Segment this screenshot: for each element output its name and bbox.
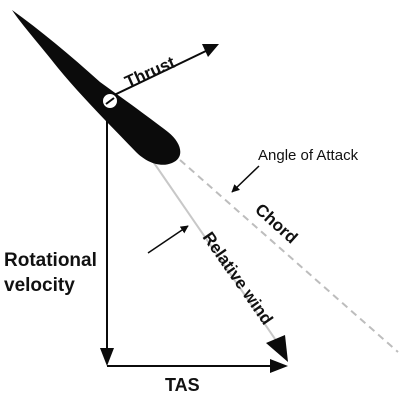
chord-label: Chord bbox=[251, 200, 301, 248]
rotational-velocity-label-line2: velocity bbox=[4, 275, 75, 296]
relative-wind-pointer bbox=[147, 225, 189, 254]
thrust-label: Thrust bbox=[122, 53, 178, 92]
rotational-velocity-label-line1: Rotational bbox=[4, 250, 97, 271]
thrust-arrowhead bbox=[202, 44, 219, 57]
tas-label: TAS bbox=[165, 375, 200, 395]
tas-arrowhead bbox=[270, 359, 288, 373]
relative-wind-label: Relative wind bbox=[199, 228, 277, 328]
relative-wind-line bbox=[151, 159, 285, 353]
rotational-velocity-arrowhead bbox=[100, 348, 114, 366]
relative-wind-arrowhead bbox=[266, 335, 288, 362]
angle-of-attack-pointer bbox=[231, 165, 260, 193]
angle-of-attack-label: Angle of Attack bbox=[258, 147, 359, 164]
thrust-line bbox=[109, 49, 209, 98]
chord-line bbox=[179, 159, 399, 353]
hub-marker bbox=[105, 97, 115, 105]
propeller-blade bbox=[12, 10, 181, 165]
